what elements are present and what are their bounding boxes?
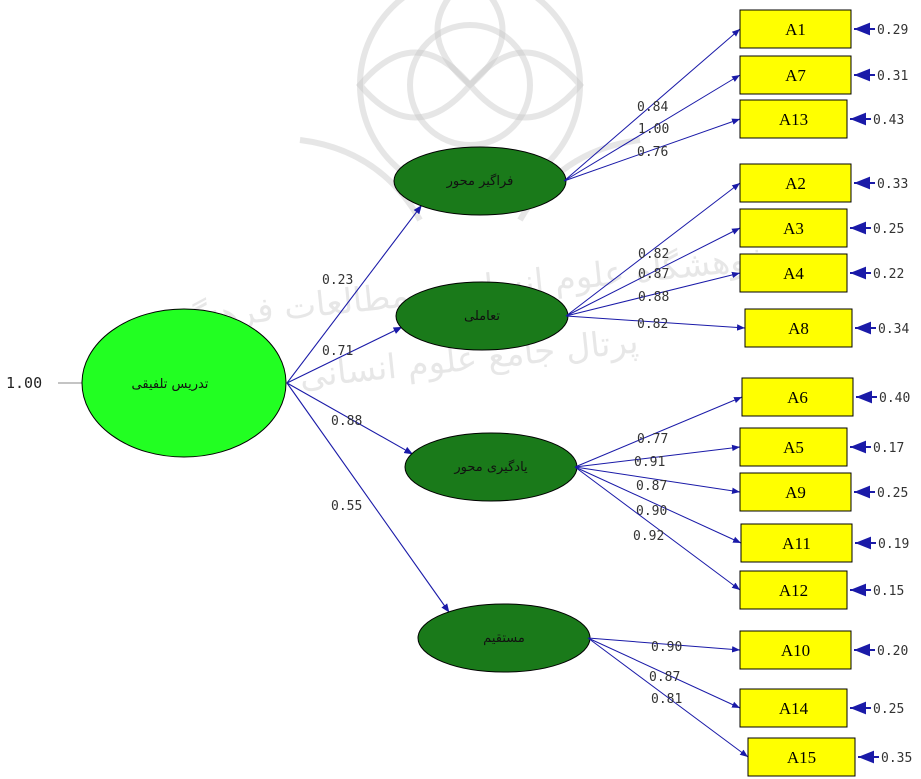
loading-value: 0.76 (637, 145, 668, 160)
loading-value: 0.77 (637, 432, 668, 447)
indicator-label: A11 (782, 534, 811, 553)
loading-value: 0.82 (637, 317, 668, 332)
indicator-label: A8 (788, 319, 809, 338)
loading-arrow (563, 74, 741, 182)
loading-arrow (565, 182, 741, 317)
error-variance: 0.22 (873, 267, 904, 282)
loading-value: 0.90 (636, 504, 667, 519)
loading-value: 0.84 (637, 100, 668, 115)
indicator-box (739, 427, 848, 467)
indicator-box (739, 99, 848, 139)
structural-path-arrow (286, 204, 423, 384)
loading-value: 0.81 (651, 692, 682, 707)
error-variance: 0.20 (877, 644, 908, 659)
error-variance: 0.19 (878, 537, 909, 552)
structural-path-coefficient: 0.23 (322, 273, 353, 288)
indicator-label: A10 (781, 641, 810, 660)
loading-arrow (563, 28, 741, 182)
root-latent: 1.00 تدریس تلفیقی (6, 308, 287, 458)
root-label: تدریس تلفیقی (132, 377, 209, 392)
indicator-label: A6 (787, 388, 808, 407)
structural-path-arrow (286, 382, 414, 455)
loading-arrow (563, 118, 741, 182)
error-variance: 0.25 (873, 222, 904, 237)
indicator-box (741, 377, 854, 417)
indicator-label: A7 (785, 66, 806, 85)
error-variance: 0.33 (877, 177, 908, 192)
indicator-label: A2 (785, 174, 806, 193)
indicator-label: A1 (785, 20, 806, 39)
indicator-box (740, 523, 853, 563)
structural-path-arrow (286, 382, 450, 613)
error-variance: 0.25 (877, 486, 908, 501)
indicator-box (739, 630, 852, 670)
error-variance: 0.40 (879, 391, 910, 406)
structural-path-arrow (286, 326, 403, 384)
indicator-box (739, 9, 852, 49)
loading-value: 0.91 (634, 455, 665, 470)
loading-value: 1.00 (638, 122, 669, 137)
factor-label: فراگیر محور (446, 173, 514, 189)
loading-value: 0.90 (651, 640, 682, 655)
loading-value: 0.92 (633, 529, 664, 544)
root-ellipse (81, 308, 287, 458)
indicator-box (739, 163, 852, 203)
error-variance: 0.25 (873, 702, 904, 717)
loading-arrow (574, 466, 741, 591)
loading-arrow (574, 444, 741, 468)
loading-value: 0.88 (638, 290, 669, 305)
indicator-label: A15 (787, 748, 816, 767)
loading-value: 0.87 (649, 670, 680, 685)
error-variance: 0.35 (881, 751, 912, 766)
root-variance: 1.00 (6, 374, 42, 392)
structural-path-coefficient: 0.88 (331, 414, 362, 429)
loading-value: 0.82 (638, 247, 669, 262)
indicator-box (739, 570, 848, 610)
indicator-label: A12 (779, 581, 808, 600)
loading-value: 0.87 (636, 479, 667, 494)
loading-arrow (565, 227, 741, 317)
indicator-label: A9 (785, 483, 806, 502)
indicator-box (744, 308, 853, 348)
loading-arrow (587, 637, 749, 758)
factor-ellipse (393, 146, 567, 216)
factor-label: تعاملی (464, 309, 500, 324)
loading-arrow (565, 271, 741, 317)
loading-arrow (565, 315, 746, 331)
indicator-label: A4 (783, 264, 804, 283)
factor-label: یادگیری محور (453, 459, 528, 475)
indicator-label: A14 (779, 699, 809, 718)
loading-arrow (574, 466, 742, 544)
indicator-box (747, 737, 856, 777)
loading-value: 0.87 (638, 267, 669, 282)
indicator-label: A5 (783, 438, 804, 457)
loading-arrow (587, 637, 741, 709)
structural-path-coefficient: 0.55 (331, 499, 362, 514)
error-variance: 0.17 (873, 441, 904, 456)
loading-arrow (574, 396, 743, 468)
indicator-box (739, 472, 852, 512)
error-variance: 0.15 (873, 584, 904, 599)
error-variance: 0.29 (877, 23, 908, 38)
error-variance: 0.43 (873, 113, 904, 128)
indicator-box (739, 253, 848, 293)
indicator-box (739, 55, 852, 95)
indicator-box (739, 688, 848, 728)
error-variance: 0.34 (878, 322, 909, 337)
indicator-box (739, 208, 848, 248)
indicator-label: A3 (783, 219, 804, 238)
factor-label: مستقیم (483, 631, 525, 646)
error-variance: 0.31 (877, 69, 908, 84)
loading-arrow (574, 466, 741, 494)
indicator-label: A13 (779, 110, 808, 129)
structural-path-coefficient: 0.71 (322, 344, 353, 359)
loading-arrow (587, 637, 741, 653)
